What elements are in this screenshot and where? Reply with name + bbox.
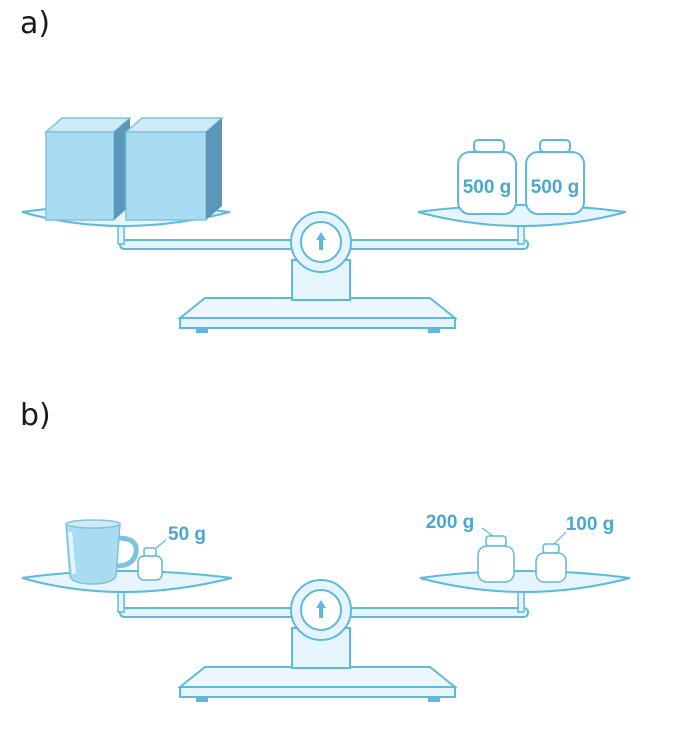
right-pan — [417, 204, 627, 227]
weight-200g: 200 g — [426, 512, 515, 583]
weight-label: 100 g — [566, 514, 615, 535]
weight-label: 200 g — [426, 512, 475, 533]
weight-label: 50 g — [168, 524, 206, 545]
weight-500g-2: 500 g — [525, 139, 585, 215]
pivot-dial — [290, 211, 352, 273]
scale-base — [177, 297, 458, 333]
scale-base — [177, 666, 458, 702]
weight-label: 500 g — [463, 177, 512, 198]
balance-scale-a: 500 g 500 g — [21, 117, 627, 333]
cup — [65, 519, 139, 585]
weight-100g: 100 g — [535, 514, 615, 583]
right-pan — [419, 570, 631, 593]
balance-scale-b: 50 g 200 g 100 g — [21, 512, 631, 702]
part-b-label: b) — [20, 398, 51, 433]
weight-500g-1: 500 g — [457, 139, 517, 215]
weight-50g: 50 g — [137, 524, 206, 581]
box-1 — [44, 117, 132, 221]
pivot-dial — [290, 579, 352, 641]
box-2 — [124, 117, 224, 221]
left-pan — [21, 570, 233, 593]
part-a-label: a) — [20, 6, 51, 41]
weight-label: 500 g — [531, 177, 580, 198]
